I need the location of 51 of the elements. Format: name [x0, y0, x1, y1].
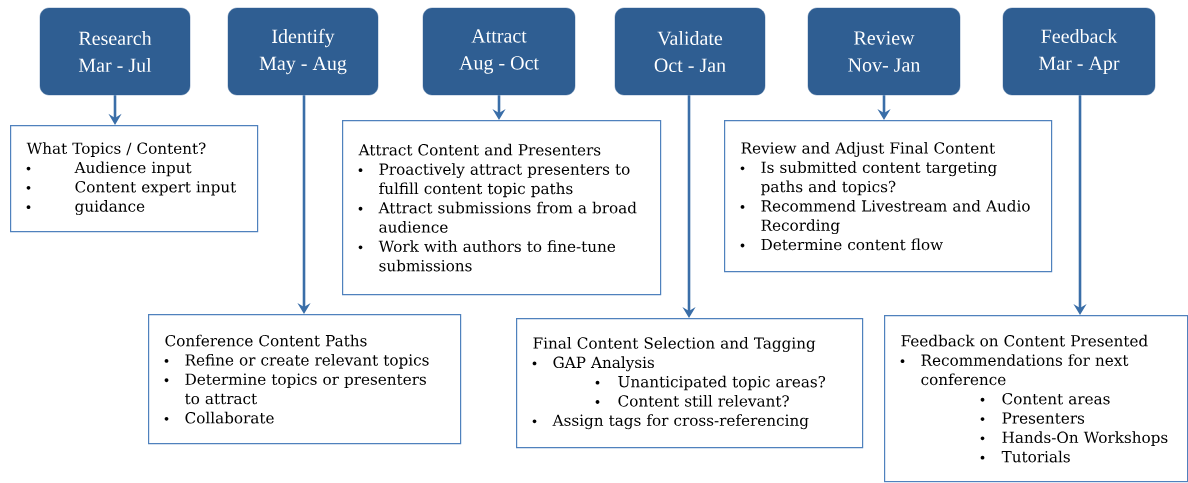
- box-heading: Attract Content and Presenters: [358, 143, 601, 156]
- bullet-item: Refine or create relevant topics: [164, 353, 429, 369]
- bullet-item: Work with authors to fine-tune submissions: [358, 240, 616, 272]
- bullet-item: Attract submissions from a broad audience: [358, 201, 637, 233]
- date-range: Mar - Apr: [1039, 56, 1120, 75]
- text-box: [10, 125, 259, 233]
- box-heading: Review and Adjust Final Content: [741, 142, 996, 157]
- box-heading: Final Content Selection and Tagging: [533, 337, 816, 352]
- bullet-item: Proactively attract presenters to fulfill content topic paths: [358, 163, 630, 198]
- bullet-item: GAP Analysis: [532, 356, 654, 372]
- bullet-item: Is submitted content targeting paths and topics?: [740, 161, 997, 196]
- date-range: Oct - Jan: [654, 58, 726, 73]
- bullet-item: Tutorials: [980, 450, 1070, 463]
- bullet-item: Unanticipated topic areas?: [595, 375, 826, 391]
- phase-name: Identify: [272, 28, 335, 48]
- bullet-item: Assign tags for cross-referencing: [532, 414, 809, 430]
- phase-box: [39, 7, 191, 96]
- bullet-item: guidance: [26, 200, 145, 215]
- bullet-item: Content areas: [980, 393, 1110, 405]
- phase-box: [227, 7, 379, 96]
- phase-box: [614, 7, 766, 96]
- box-heading: Feedback on Content Presented: [901, 334, 1148, 347]
- date-range: May - Aug: [259, 56, 347, 75]
- text-box: [148, 314, 462, 445]
- date-range: Nov- Jan: [848, 58, 921, 72]
- bullet-item: Audience input: [26, 161, 192, 177]
- bullet-item: Recommendations for next conference: [900, 354, 1129, 386]
- text-box: [724, 120, 1053, 273]
- text-box: [342, 120, 662, 296]
- phase-box: [422, 7, 576, 96]
- text-box: [884, 315, 1188, 483]
- bullet-item: Recommend Livestream and Audio Recording: [740, 199, 1030, 235]
- bullet-item: Determine content flow: [740, 238, 943, 251]
- bullet-item: Content still relevant?: [595, 394, 789, 407]
- date-range: Mar - Jul: [78, 57, 152, 73]
- phase-name: Feedback: [1041, 28, 1118, 43]
- phase-box: [1002, 7, 1156, 96]
- bullet-item: Collaborate: [164, 411, 274, 424]
- bullet-item: Content expert input: [26, 181, 237, 196]
- box-heading: What Topics / Content?: [26, 142, 206, 157]
- phase-name: Validate: [657, 30, 723, 46]
- text-box: [516, 318, 864, 449]
- bullet-item: Presenters: [980, 412, 1085, 424]
- phase-name: Research: [78, 30, 152, 46]
- phase-box: [807, 7, 961, 96]
- bullet-item: Hands-On Workshops: [980, 431, 1168, 447]
- box-heading: Conference Content Paths: [165, 334, 367, 347]
- phase-name: Review: [854, 31, 915, 45]
- date-range: Aug - Oct: [459, 56, 539, 74]
- phase-name: Attract: [471, 29, 527, 43]
- bullet-item: Determine topics or presenters to attract: [164, 373, 426, 405]
